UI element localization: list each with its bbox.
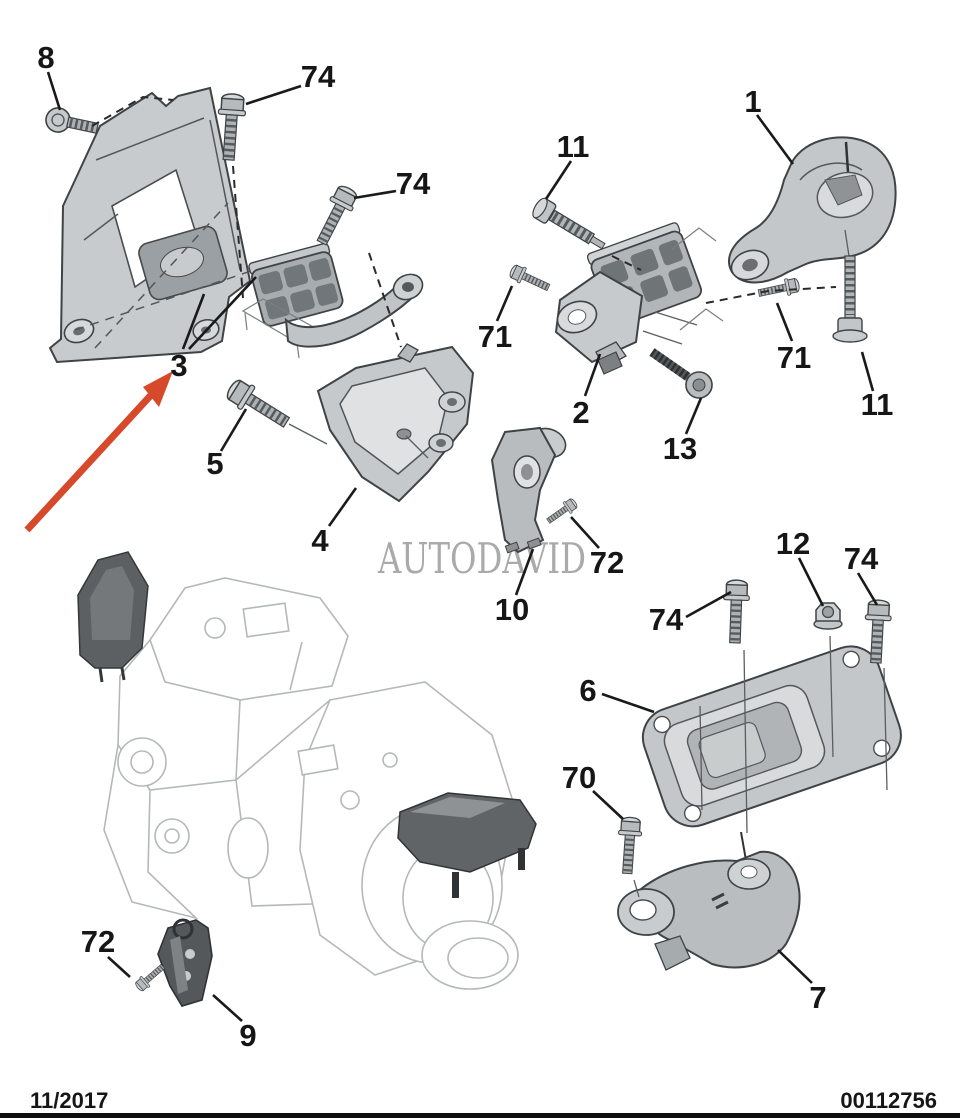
callout-71-a: 71 [478, 319, 512, 354]
footer-doc-number: 00112756 [840, 1088, 937, 1113]
callout-9: 9 [239, 1018, 256, 1053]
callout-70: 70 [562, 760, 596, 795]
bolt-70 [616, 817, 643, 875]
callout-11-a: 11 [557, 129, 590, 164]
nut-12 [813, 602, 843, 630]
part-10-support-arm [490, 426, 567, 554]
callout-72-a: 72 [590, 545, 624, 580]
engine-gearbox-assembly [77, 551, 537, 990]
assembly-dashed-lines [91, 95, 837, 898]
part-rubber-insulator [248, 242, 344, 327]
gearbox-mount-dark-right [397, 792, 537, 898]
bolt-5 [223, 376, 293, 434]
callout-3: 3 [170, 348, 187, 383]
part-1-torque-rod-mount [728, 136, 897, 284]
callout-74-d: 74 [844, 541, 879, 576]
footer-rule [0, 1113, 960, 1118]
callout-6: 6 [579, 673, 596, 708]
part-bracket-top-left [48, 86, 252, 364]
leader-lines [46, 71, 879, 1022]
callout-2: 2 [572, 395, 589, 430]
callout-7: 7 [809, 980, 826, 1015]
highlight-arrow-shaft [24, 391, 155, 533]
bolt-74-c [722, 580, 750, 644]
callouts: 8 74 74 3 5 4 1 11 71 2 13 71 11 10 72 1… [37, 40, 893, 1053]
callout-10: 10 [495, 592, 529, 627]
part-6-mount-plate [641, 635, 902, 834]
part-9-bracket [157, 918, 213, 1007]
callout-8: 8 [37, 40, 54, 75]
callout-74-c: 74 [649, 602, 684, 637]
part-4-engine-bracket [316, 343, 475, 503]
callout-74-b: 74 [396, 166, 431, 201]
callout-1: 1 [744, 84, 761, 119]
callout-4: 4 [311, 523, 329, 558]
engine-mount-bracket-dark-left [77, 551, 149, 683]
bolt-72-b [133, 961, 167, 993]
screw-8 [45, 107, 99, 134]
watermark: AUTODAVID [377, 534, 586, 583]
bolt-11-b [832, 229, 868, 343]
callout-13: 13 [663, 431, 697, 466]
part-curved-arm [284, 273, 424, 348]
callout-12: 12 [776, 526, 810, 561]
bolt-11-a [532, 197, 606, 250]
highlight-arrow-head [143, 371, 173, 407]
bolt-71-a [508, 263, 552, 295]
bolt-74-b [311, 183, 361, 248]
callout-71-b: 71 [777, 340, 811, 375]
callout-72-b: 72 [81, 924, 115, 959]
footer-date: 11/2017 [30, 1088, 108, 1113]
highlight-arrow [24, 371, 173, 533]
callout-11-b: 11 [861, 387, 894, 422]
part-7-bracket [617, 831, 801, 971]
callout-5: 5 [206, 446, 223, 481]
callout-74-a: 74 [301, 59, 336, 94]
bolt-13 [649, 348, 713, 399]
part-2-gearbox-mount [554, 222, 703, 375]
